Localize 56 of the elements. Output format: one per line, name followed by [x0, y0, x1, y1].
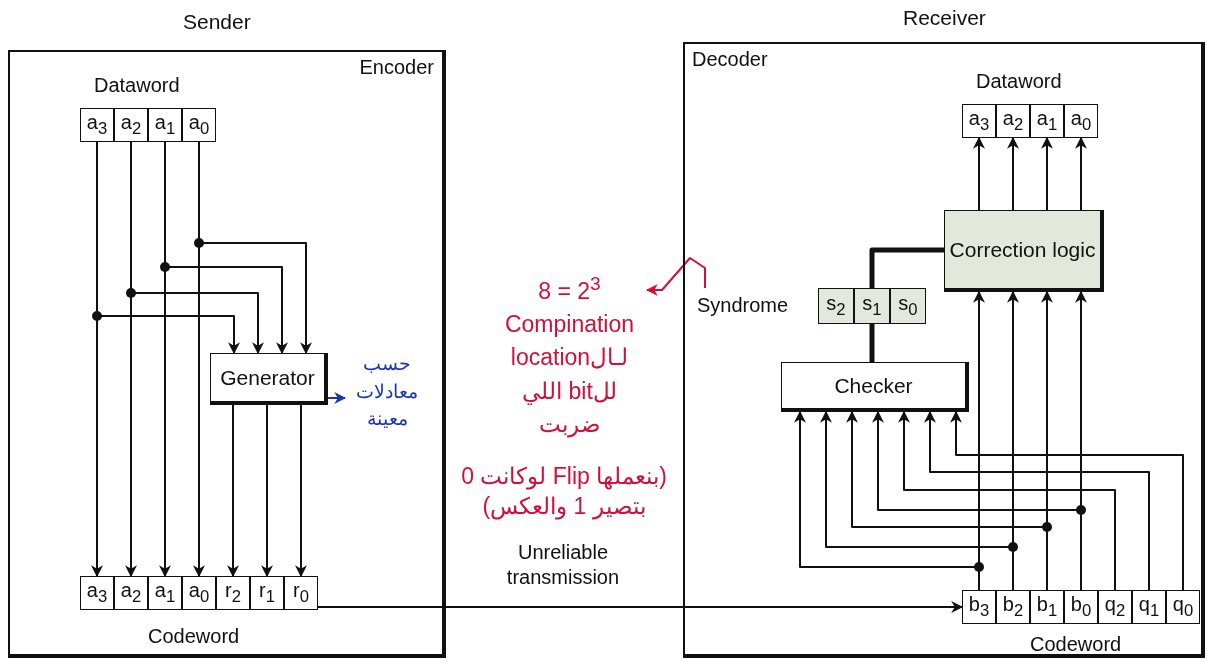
bit-cell: r$_{2}$: [216, 576, 250, 610]
note-text: لـالlocation للbit اللي ضربت: [509, 343, 630, 440]
note-text: 8 = 2$^{3}$ Compination: [503, 272, 636, 339]
bit-cell: q$_{1}$: [1132, 590, 1166, 624]
register-label: Codeword: [1030, 633, 1122, 656]
bit-cell: a$_{0}$: [182, 108, 216, 142]
process-box: Generator: [210, 353, 328, 405]
panel-heading: Sender: [183, 10, 251, 34]
arrow: [973, 136, 985, 211]
bit-cell: q$_{2}$: [1098, 590, 1132, 624]
register-label: Syndrome: [697, 294, 789, 317]
block-title: Decoder: [692, 48, 768, 71]
annotation-arrow: [327, 392, 347, 404]
arrow: [261, 404, 273, 578]
process-box: Correction logic: [944, 210, 1104, 292]
bit-cell: s$_{0}$: [890, 288, 926, 324]
register-label: Codeword: [148, 625, 240, 648]
arrow: [295, 404, 307, 578]
bit-cell: b$_{2}$: [996, 590, 1030, 624]
register-label: Dataword: [94, 74, 180, 97]
arrow: [924, 410, 1150, 591]
register-label: Dataword: [976, 70, 1062, 93]
arrow: [317, 601, 964, 613]
connector-line: [869, 324, 875, 362]
handwritten-note: (بنعملها Flip لوكانت 0 بتصير 1 والعكس): [460, 462, 668, 522]
bit-cell: a$_{0}$: [182, 576, 216, 610]
panel-heading: Receiver: [903, 6, 986, 30]
bit-cell: a$_{3}$: [80, 108, 114, 142]
bit-cell: a$_{0}$: [1064, 104, 1098, 138]
annotation-arrow: [645, 257, 706, 296]
bit-cell: b$_{0}$: [1064, 590, 1098, 624]
bit-cell: b$_{3}$: [962, 590, 996, 624]
bit-cell: a$_{1}$: [148, 576, 182, 610]
bit-cell: r$_{1}$: [250, 576, 284, 610]
arrow: [1075, 136, 1087, 211]
bit-cell: a$_{2}$: [114, 108, 148, 142]
process-box: Checker: [781, 362, 969, 412]
bit-cell: a$_{2}$: [996, 104, 1030, 138]
connector-line: [869, 247, 944, 288]
bit-cell: b$_{1}$: [1030, 590, 1064, 624]
bit-cell: s$_{2}$: [818, 288, 854, 324]
bit-cell: q$_{0}$: [1166, 590, 1200, 624]
bit-cell: a$_{3}$: [962, 104, 996, 138]
arrow: [898, 410, 1116, 591]
note-text: حسب معادلات معينة: [355, 352, 419, 432]
arrow: [950, 410, 1184, 591]
bit-cell: r$_{0}$: [284, 576, 318, 610]
bit-cell: a$_{1}$: [148, 108, 182, 142]
bit-cell: a$_{2}$: [114, 576, 148, 610]
bit-cell: a$_{1}$: [1030, 104, 1064, 138]
bit-cell: s$_{1}$: [854, 288, 890, 324]
arrow: [1007, 136, 1019, 211]
arrow: [1041, 136, 1053, 211]
bit-cell: a$_{3}$: [80, 576, 114, 610]
block-title: Encoder: [359, 56, 434, 79]
arrow: [227, 404, 239, 578]
